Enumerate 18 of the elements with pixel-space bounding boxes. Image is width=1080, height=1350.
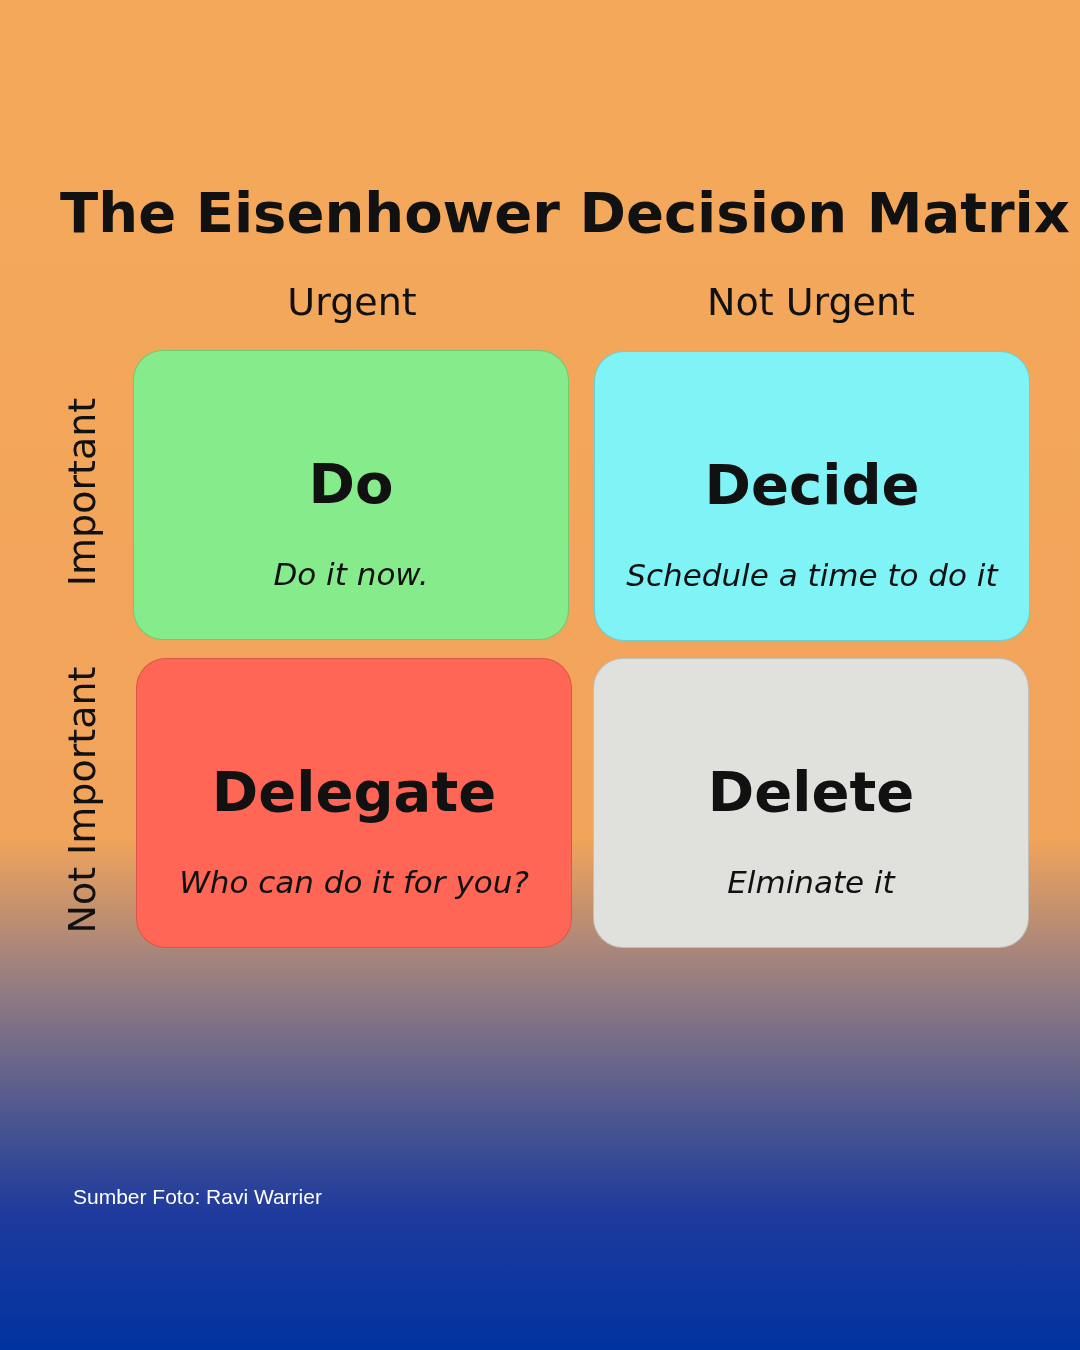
quadrant-card [593,658,1029,948]
quadrant-description: Elminate it [726,864,897,900]
quadrant-heading: Delegate [210,759,498,824]
title: The Eisenhower Decision Matrix [60,180,1070,245]
column-header: Not Urgent [706,280,916,324]
source-caption: Sumber Foto: Ravi Warrier [73,1185,322,1209]
column-header: Urgent [286,280,418,324]
quadrant-heading: Decide [703,452,921,517]
quadrant-description: Do it now. [272,556,430,592]
quadrant-heading: Delete [706,759,916,824]
quadrant-description: Schedule a time to do it [625,557,1000,593]
quadrant-description: Who can do it for you? [178,864,530,900]
quadrant-heading: Do [307,451,395,516]
row-header: Not Important [60,665,104,936]
row-header: Important [60,396,104,589]
quadrant-card [594,351,1030,641]
quadrant-card [133,350,569,640]
quadrant-card [136,658,572,948]
